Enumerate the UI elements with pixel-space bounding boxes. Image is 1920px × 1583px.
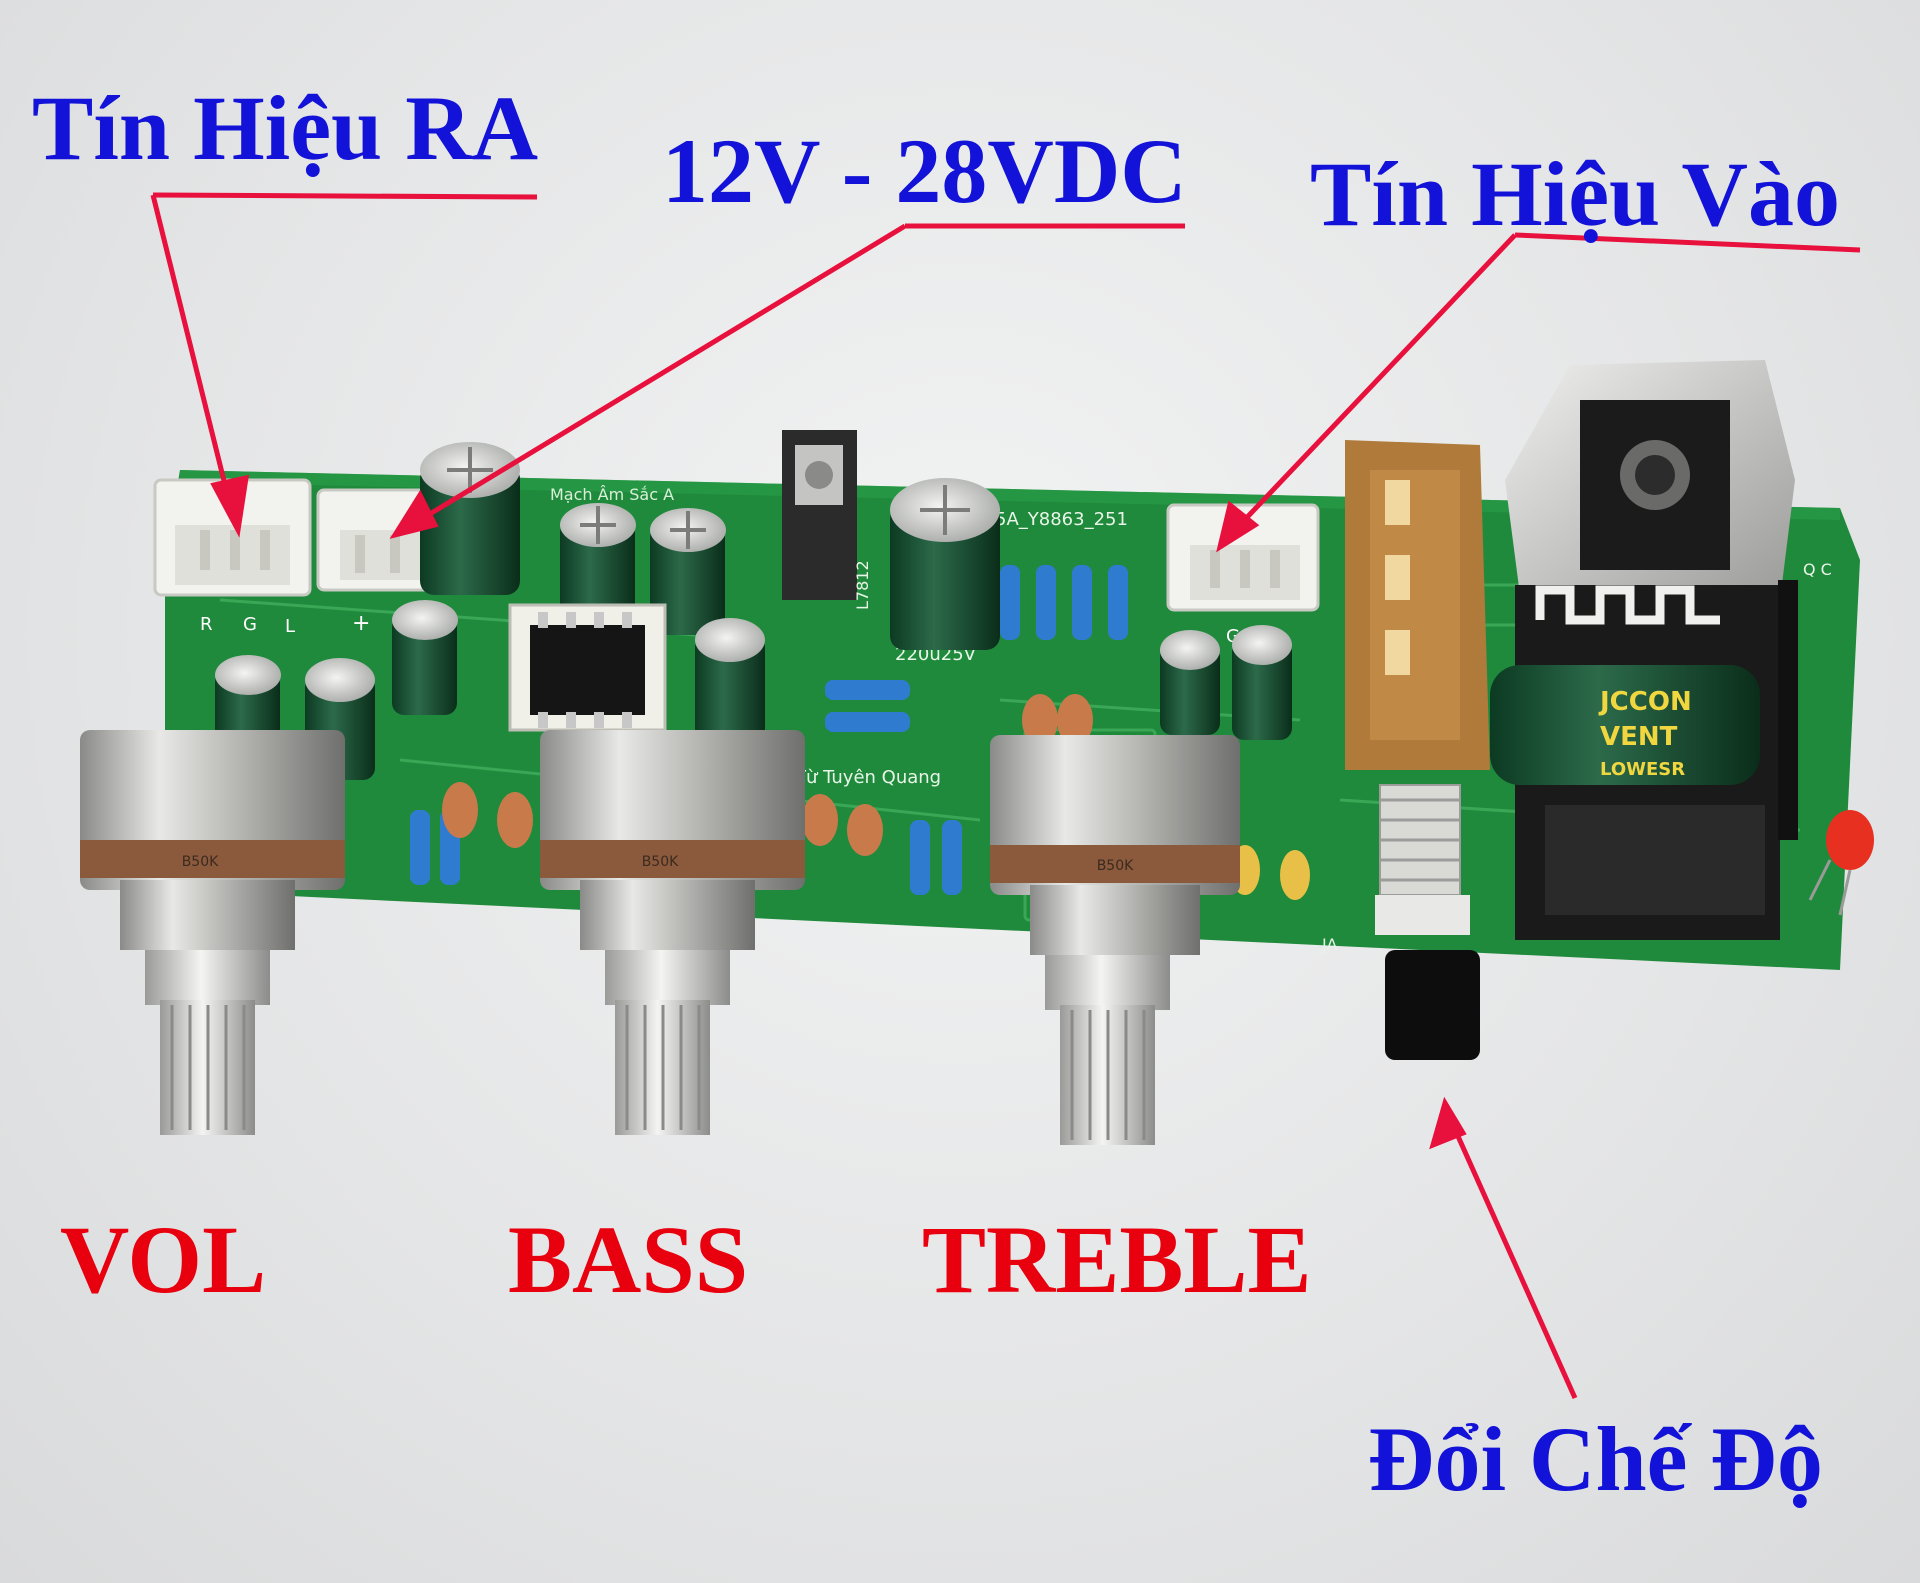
- label-signal-out: Tín Hiệu RA: [32, 77, 539, 179]
- ic-chip: [508, 603, 667, 732]
- annotation-arrows: [150, 192, 1861, 1400]
- ceramic-capacitors: [442, 694, 1093, 856]
- jccon-lowesr: LOWESR: [1600, 759, 1685, 780]
- pin-g: G: [243, 614, 257, 635]
- potentiometer-treble: B50K: [990, 735, 1240, 1145]
- led: [1808, 810, 1874, 916]
- silk-title: Mạch Âm Sắc A: [550, 485, 674, 504]
- pot-vol-label: B50K: [182, 854, 219, 870]
- silk-author: Từ Tuyên Quang: [794, 767, 941, 788]
- capacitors: [215, 442, 1292, 780]
- header-pins: [1778, 580, 1798, 840]
- jccon-capacitor: JCCON VENT LOWESR: [1490, 665, 1760, 785]
- pot-treble-label: B50K: [1097, 858, 1134, 874]
- voltage-regulator: L7812: [782, 430, 872, 610]
- label-signal-in: Tín Hiệu Vào: [1310, 143, 1840, 245]
- pin-r: R: [200, 614, 213, 635]
- label-mode-switch: Đổi Chế Độ: [1368, 1408, 1823, 1510]
- pin-l: L: [285, 616, 295, 637]
- potentiometer-bass: B50K: [540, 730, 805, 1135]
- silk-regulator: L7812: [853, 560, 872, 610]
- silk-jack: JA: [1321, 935, 1337, 954]
- pin-plus: +: [352, 611, 370, 636]
- potentiometer-vol: B50K: [80, 730, 345, 1135]
- output-connector: R G L: [153, 478, 312, 637]
- heatsink: [1505, 360, 1795, 600]
- label-power: 12V - 28VDC: [662, 120, 1187, 222]
- jccon-vent: VENT: [1600, 722, 1678, 752]
- label-treble: TREBLE: [922, 1206, 1312, 1313]
- jccon-brand: JCCON: [1598, 687, 1692, 717]
- input-connector: G: [1166, 503, 1320, 647]
- label-bass: BASS: [508, 1206, 749, 1313]
- silk-qc: Q C: [1803, 560, 1832, 579]
- silk-code: 5A_Y8863_251: [995, 509, 1128, 530]
- label-vol: VOL: [60, 1206, 267, 1313]
- mode-switch: [1345, 440, 1490, 1060]
- pot-bass-label: B50K: [642, 854, 679, 870]
